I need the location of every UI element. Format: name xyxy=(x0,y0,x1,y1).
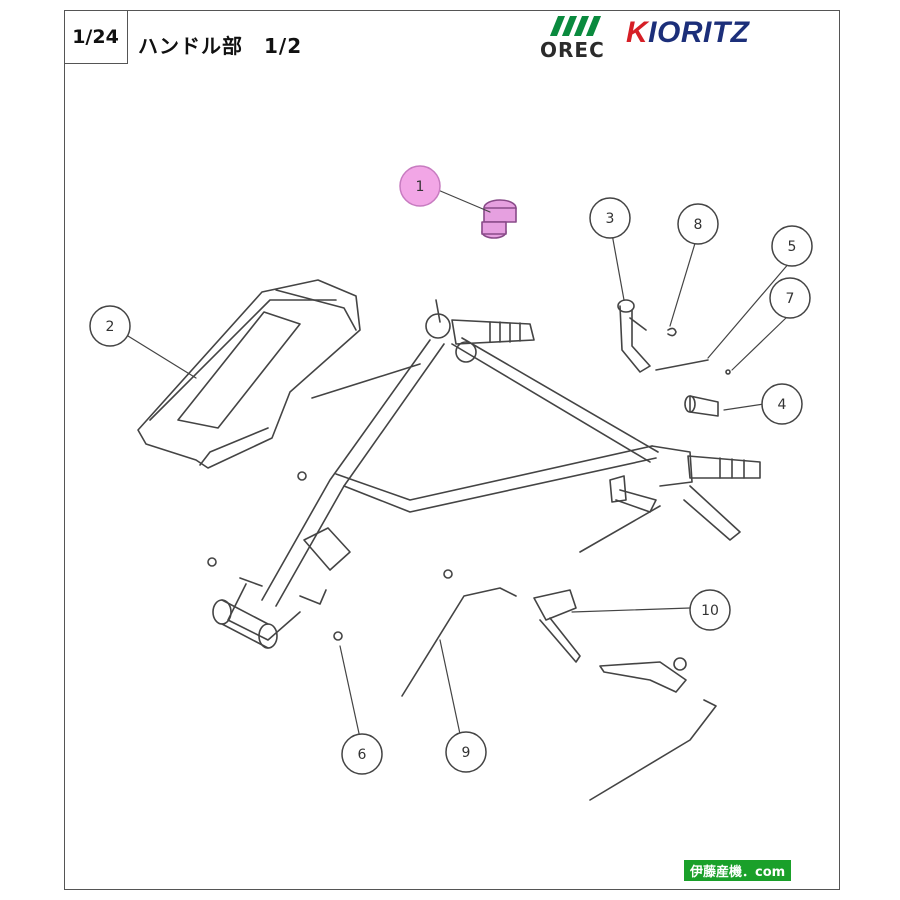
part-7-small-pin xyxy=(725,369,731,375)
callout-label-1: 1 xyxy=(416,179,425,195)
callout-label-2: 2 xyxy=(106,319,115,335)
callout-label-6: 6 xyxy=(358,747,367,763)
part-2-cover-panel xyxy=(137,279,361,469)
orec-logo: OREC xyxy=(540,16,620,64)
leader-lines xyxy=(127,189,791,739)
part-9-cables xyxy=(401,587,717,801)
part-3-lever-rod xyxy=(617,299,651,373)
callout-4: 4 xyxy=(761,383,803,425)
part-4-grip-cap xyxy=(684,395,719,417)
kioritz-k-accent: K xyxy=(626,16,649,49)
page-title: ハンドル部 1/2 xyxy=(138,34,303,58)
kioritz-logo: KIORITZ xyxy=(626,16,750,50)
callout-5: 5 xyxy=(771,225,813,267)
callout-7: 7 xyxy=(769,277,811,319)
part-8-clip xyxy=(667,327,677,337)
callout-label-4: 4 xyxy=(778,397,787,413)
callout-8: 8 xyxy=(677,203,719,245)
part-10-brake-levers xyxy=(533,589,687,693)
callouts: 1 2 3 4 5 6 7 8 xyxy=(89,165,813,775)
callout-label-3: 3 xyxy=(606,211,615,227)
site-credit: 伊藤産機．com xyxy=(684,860,792,881)
diagram-frame xyxy=(64,10,840,890)
page-number: 1/24 xyxy=(64,10,128,64)
part-5-pin xyxy=(655,359,709,371)
handle-frame xyxy=(207,299,761,649)
callout-1: 1 xyxy=(399,165,441,207)
callout-9: 9 xyxy=(445,731,487,773)
orec-wordmark: OREC xyxy=(540,38,605,62)
callout-2: 2 xyxy=(89,305,131,347)
callout-label-5: 5 xyxy=(788,239,797,255)
callout-10: 10 xyxy=(689,589,731,631)
callout-6: 6 xyxy=(341,733,383,775)
callout-3: 3 xyxy=(589,197,631,239)
kioritz-rest: IORITZ xyxy=(648,16,750,49)
part-1-bolt xyxy=(481,199,517,239)
callout-label-9: 9 xyxy=(462,745,471,761)
callout-label-7: 7 xyxy=(786,291,795,307)
callout-label-10: 10 xyxy=(701,603,719,619)
callout-label-8: 8 xyxy=(694,217,703,233)
